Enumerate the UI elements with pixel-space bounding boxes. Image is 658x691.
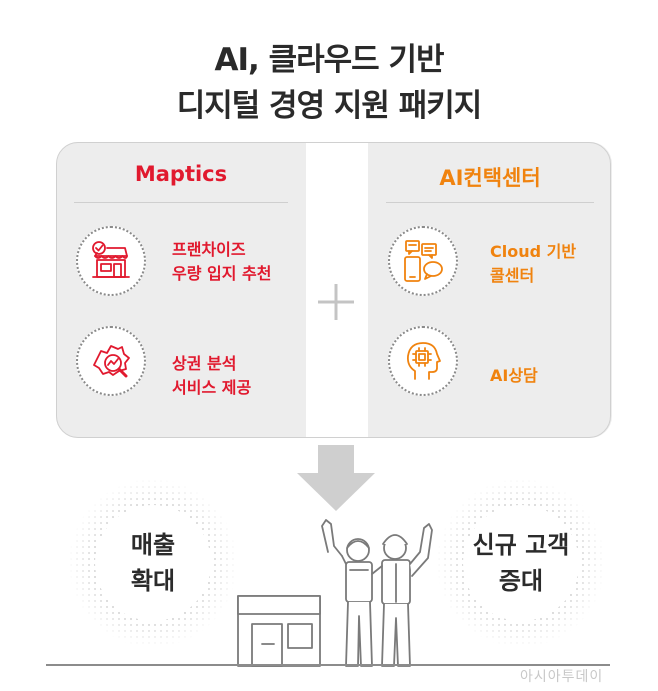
item-line: AI상담 [490, 366, 538, 385]
store-check-icon [76, 226, 146, 296]
title-line-2: 디지털 경영 지원 패키지 [176, 88, 483, 124]
item-line: 우량 입지 추천 [172, 264, 272, 283]
chat-phone-icon [388, 226, 458, 296]
map-search-icon [76, 326, 146, 396]
watermark: 아시아투데이 [520, 669, 604, 685]
package-frame [56, 142, 611, 438]
item-line: 프랜차이즈 [172, 240, 246, 259]
ai-head-icon [388, 326, 458, 396]
item-ai-counsel: AI상담 [490, 364, 538, 388]
item-line: 상권 분석 [172, 354, 237, 373]
item-line: 콜센터 [490, 266, 535, 285]
ai-contact-center-panel: AI컨택센터 Cloud 기반 콜센터 [368, 142, 612, 438]
maptics-title: Maptics [134, 162, 228, 186]
result-sales-growth: 매출 확대 [92, 527, 214, 599]
result-line: 매출 [130, 531, 176, 559]
ai-contact-center-title: AI컨택센터 [439, 166, 541, 190]
result-line: 신규 고객 [472, 531, 570, 559]
result-glow [68, 478, 238, 648]
item-commercial-analysis: 상권 분석 서비스 제공 [172, 352, 251, 400]
plus-icon [318, 284, 354, 320]
panel-divider [74, 202, 288, 203]
ground-line [46, 664, 610, 666]
store-workers-illustration [237, 519, 433, 667]
down-arrow-icon [297, 445, 375, 511]
item-line: Cloud 기반 [490, 242, 577, 261]
title-line-1: AI, 클라우드 기반 [214, 42, 444, 78]
item-franchise: 프랜차이즈 우량 입지 추천 [172, 238, 271, 286]
result-new-customers: 신규 고객 증대 [456, 527, 586, 599]
result-glow [436, 478, 606, 648]
result-line: 확대 [130, 567, 176, 595]
maptics-panel: Maptics 프랜차이즈 우량 입지 추천 상권 분석 서비스 제공 [56, 142, 306, 438]
item-cloud-call-center: Cloud 기반 콜센터 [490, 240, 576, 288]
item-line: 서비스 제공 [172, 378, 252, 397]
result-line: 증대 [498, 567, 544, 595]
panel-divider [386, 202, 594, 203]
